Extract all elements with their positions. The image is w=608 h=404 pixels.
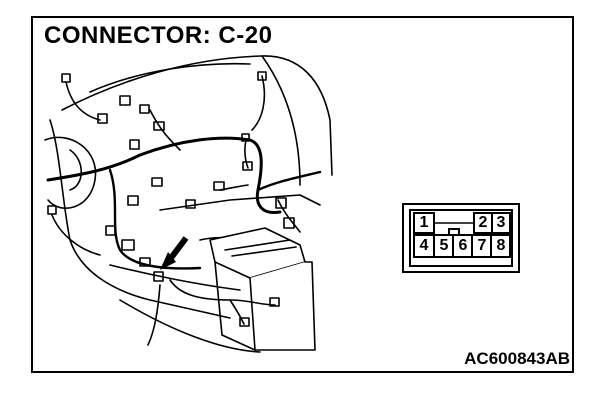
pin-1-label: 1 [419, 214, 429, 231]
pin-5-label: 5 [439, 237, 449, 254]
pin-4-label: 4 [419, 237, 429, 254]
connector-title: CONNECTOR: C-20 [44, 22, 273, 49]
pin-6-label: 6 [458, 237, 468, 254]
pin-3-label: 3 [496, 214, 506, 231]
pin-7-label: 7 [477, 237, 487, 254]
pointer-arrow [160, 236, 189, 270]
pin-2-label: 2 [478, 214, 488, 231]
pin-8-label: 8 [496, 237, 506, 254]
figure-id: AC600843AB [464, 349, 570, 368]
